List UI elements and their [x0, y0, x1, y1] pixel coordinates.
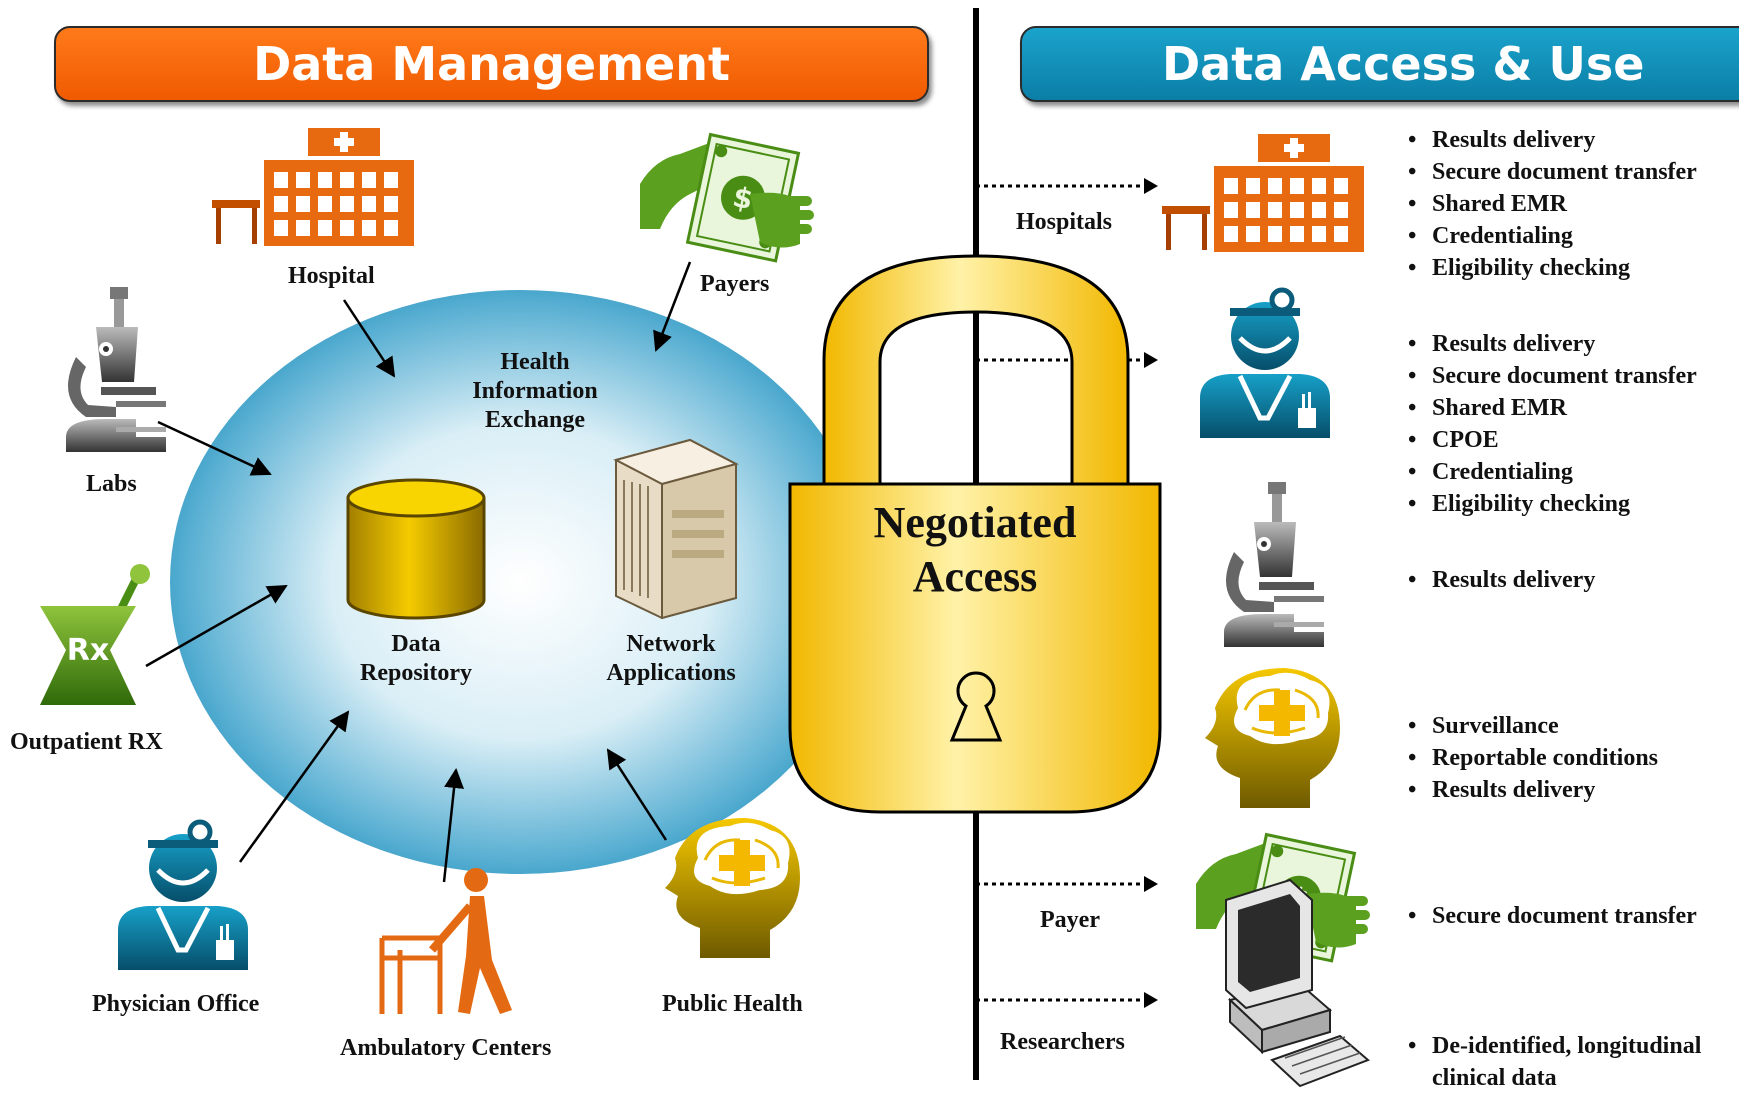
- padlock-icon: [788, 254, 1162, 814]
- list-item: Shared EMR: [1404, 188, 1697, 220]
- list-item: Eligibility checking: [1404, 252, 1697, 284]
- lock-line: Negotiated: [873, 498, 1077, 547]
- hie-title-line: Health: [500, 349, 570, 375]
- physician-uses-list: Results delivery Secure document transfe…: [1404, 328, 1697, 520]
- network-line: Applications: [606, 659, 736, 686]
- mortar-pestle-icon: Rx: [40, 564, 150, 705]
- ambulatory-centers-label: Ambulatory Centers: [340, 1035, 552, 1061]
- access-label-hospitals: Hospitals: [1016, 209, 1113, 235]
- hospital-icon: [1162, 134, 1364, 252]
- repository-line: Data: [391, 631, 441, 657]
- public-health-uses-list: Surveillance Reportable conditions Resul…: [1404, 710, 1658, 806]
- list-item: Results delivery: [1404, 774, 1658, 806]
- list-item: Results delivery: [1404, 124, 1697, 156]
- data-repository-label: Data Repository: [336, 630, 496, 688]
- hie-title-line: Information: [472, 377, 598, 404]
- svg-text:Rx: Rx: [67, 633, 109, 668]
- list-item: Credentialing: [1404, 220, 1697, 252]
- source-arrows: [145, 261, 692, 883]
- list-item: Eligibility checking: [1404, 488, 1697, 520]
- hospital-uses-list: Results delivery Secure document transfe…: [1404, 124, 1697, 284]
- physician-icon: [118, 822, 248, 970]
- server-icon: [613, 438, 739, 620]
- network-line: Network: [626, 631, 716, 657]
- walker-person-icon: [379, 868, 512, 1014]
- hospital-label: Hospital: [288, 263, 375, 289]
- banner-title: Data Access & Use: [1162, 37, 1645, 91]
- list-item-continuation: clinical data: [1404, 1062, 1701, 1094]
- microscope-icon: [1224, 482, 1324, 647]
- list-item: CPOE: [1404, 424, 1697, 456]
- hie-title-line: Exchange: [484, 406, 585, 433]
- list-item: Secure document transfer: [1404, 900, 1697, 932]
- microscope-icon: [66, 287, 166, 452]
- list-item: Reportable conditions: [1404, 742, 1658, 774]
- list-item: Secure document transfer: [1404, 360, 1697, 392]
- computer-icon: [1225, 878, 1370, 1088]
- data-access-banner: Data Access & Use: [1020, 26, 1739, 102]
- labs-label: Labs: [86, 471, 137, 497]
- repository-line: Repository: [360, 659, 472, 686]
- physician-icon: [1200, 290, 1330, 438]
- banner-title: Data Management: [253, 37, 730, 91]
- outpatient-rx-label: Outpatient RX: [10, 729, 163, 755]
- labs-uses-list: Results delivery: [1404, 564, 1595, 596]
- hie-title: Health Information Exchange: [430, 348, 640, 434]
- data-management-banner: Data Management: [54, 26, 929, 102]
- list-item: Credentialing: [1404, 456, 1697, 488]
- database-icon: [346, 478, 486, 620]
- list-item: Shared EMR: [1404, 392, 1697, 424]
- access-label-payer: Payer: [1040, 907, 1100, 933]
- payer-uses-list: Secure document transfer: [1404, 900, 1697, 932]
- payers-label: Payers: [700, 271, 770, 297]
- list-item: De-identified, longitudinal: [1404, 1030, 1701, 1062]
- network-applications-label: Network Applications: [586, 630, 756, 688]
- list-item: Results delivery: [1404, 564, 1595, 596]
- hospital-icon: [212, 128, 414, 246]
- physician-office-label: Physician Office: [92, 991, 260, 1017]
- continuation-text: clinical data: [1432, 1065, 1557, 1091]
- payer-money-icon: [638, 133, 816, 263]
- researcher-uses-list: De-identified, longitudinal clinical dat…: [1404, 1030, 1701, 1094]
- list-item: Surveillance: [1404, 710, 1658, 742]
- public-health-label: Public Health: [662, 991, 803, 1017]
- list-item: Results delivery: [1404, 328, 1697, 360]
- lock-line: Access: [912, 552, 1038, 601]
- negotiated-access-label: Negotiated Access: [790, 496, 1160, 604]
- list-item: Secure document transfer: [1404, 156, 1697, 188]
- public-health-head-icon: [1203, 666, 1342, 810]
- access-label-researchers: Researchers: [1000, 1029, 1125, 1055]
